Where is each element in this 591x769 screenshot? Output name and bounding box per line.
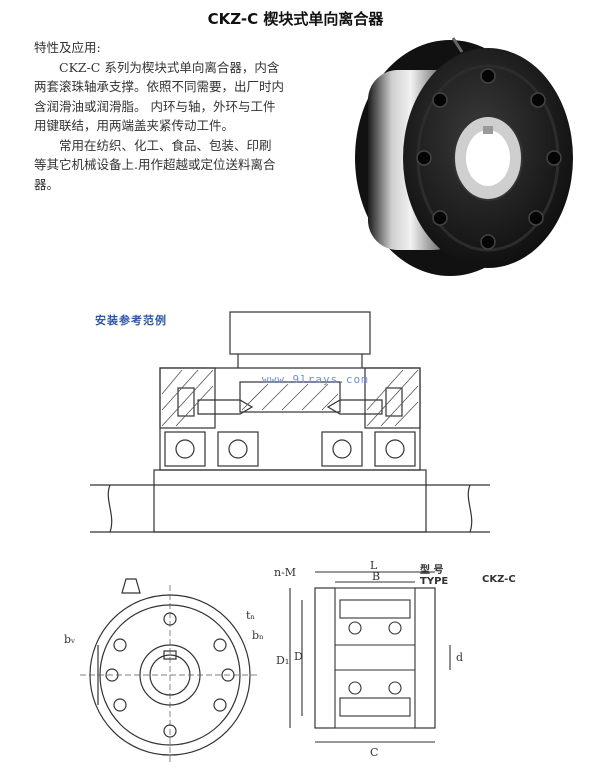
dim-bn: bₙ	[252, 629, 264, 642]
watermark: www.9lrays.com	[262, 373, 369, 386]
type-label-en: TYPE	[420, 576, 449, 587]
intro-line: 常用在纺织、化工、食品、包装、印刷	[59, 137, 272, 153]
intro-line: CKZ-C 系列为楔块式单向离合器，内含	[59, 59, 280, 75]
dim-B: B	[372, 570, 380, 583]
dim-d: d	[456, 651, 463, 664]
type-value: CKZ-C	[482, 574, 516, 585]
installation-drawing	[90, 311, 490, 533]
intro-line: 等其它机械设备上.用作超越或定位送料离合	[34, 157, 276, 172]
dim-L: L	[370, 560, 378, 572]
intro-line: 两套滚珠轴承支撑。依照不同需要，出厂时内	[34, 79, 285, 94]
page-title: CKZ-C 楔块式单向离合器	[207, 10, 384, 28]
dim-D: D	[294, 650, 303, 663]
intro-text: 特性及应用: CKZ-C 系列为楔块式单向离合器，内含 两套滚珠轴承支撑。依照不…	[34, 38, 304, 194]
intro-line: 器。	[34, 176, 60, 192]
install-example-label: 安装参考范例	[95, 314, 167, 327]
dim-C: C	[370, 746, 378, 759]
intro-heading: 特性及应用:	[34, 40, 101, 55]
side-section-drawing: n-M L B D₁ D d C	[274, 560, 463, 759]
dim-bw: bᵥ	[64, 633, 75, 646]
front-view-drawing: bᵥ tₙ bₙ	[64, 578, 264, 763]
intro-line: 含润滑油或润滑脂。 内环与轴，外环与工件	[34, 98, 276, 114]
type-label: 型 号 TYPE CKZ-C	[420, 565, 516, 587]
type-label-cn: 型 号	[420, 565, 444, 576]
dim-D1: D₁	[276, 654, 289, 667]
dim-tn: tₙ	[246, 609, 255, 622]
product-photo	[355, 37, 573, 276]
dim-nM: n-M	[274, 566, 296, 579]
intro-line: 用键联结，用两端盖夹紧传动工件。	[34, 118, 235, 133]
